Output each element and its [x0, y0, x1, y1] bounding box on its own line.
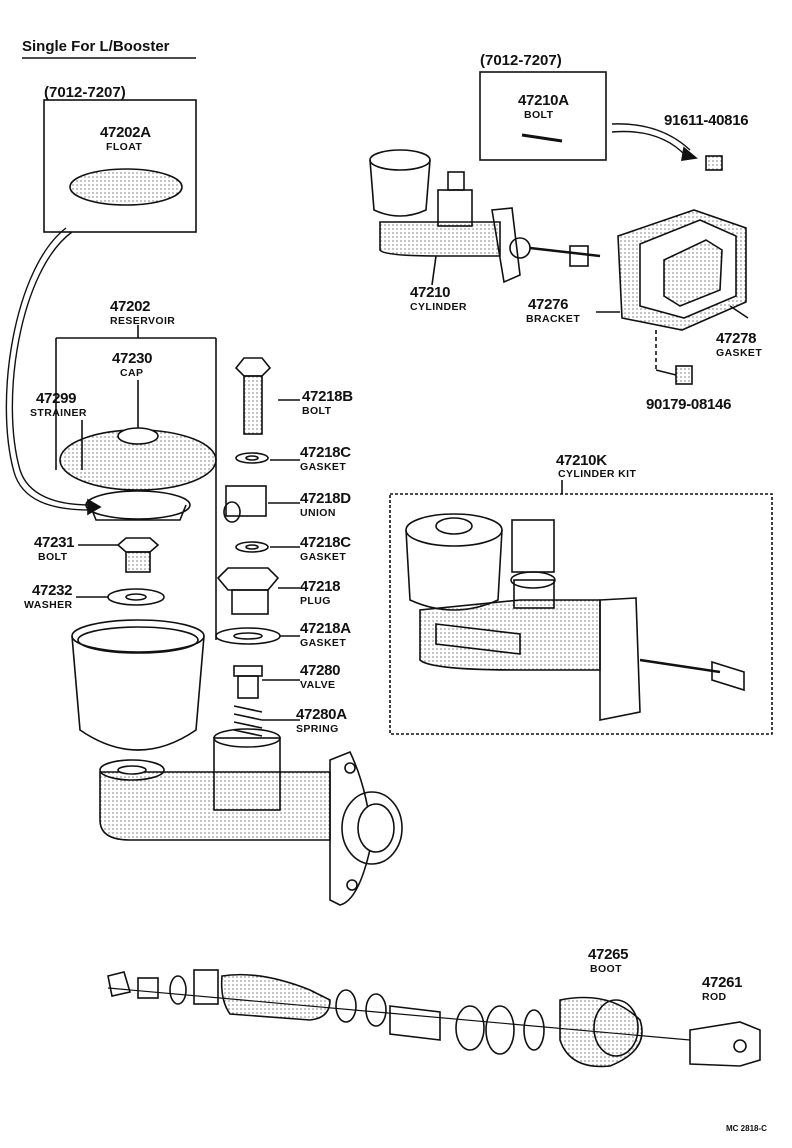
part-47261-number: 47261 [702, 974, 743, 991]
part-47280-number: 47280 [300, 662, 341, 679]
part-47218-name: PLUG [300, 595, 331, 607]
part-47231-name: BOLT [38, 551, 68, 563]
part-47218B-number: 47218B [302, 388, 353, 405]
right-range-label: (7012-7207) [480, 52, 562, 69]
part-47218A-number: 47218A [300, 620, 351, 637]
part-47278-number: 47278 [716, 330, 757, 347]
part-47230-number: 47230 [112, 350, 153, 367]
part-47202-name: RESERVOIR [110, 315, 176, 327]
part-47230-name: CAP [120, 367, 144, 379]
part-47218C-1-name: GASKET [300, 461, 347, 473]
diagram-code: MC 2818-C [726, 1124, 767, 1133]
part-47218C-2-name: GASKET [300, 551, 347, 563]
part-47276-name: BRACKET [526, 313, 581, 325]
part-91611-40816-number: 91611-40816 [664, 112, 749, 129]
part-47210K-number: 47210K [556, 452, 607, 469]
diagram-title: Single For L/Booster [22, 38, 170, 55]
part-47202A-name: FLOAT [106, 141, 143, 153]
part-47218B-name: BOLT [302, 405, 332, 417]
part-47232-name: WASHER [24, 599, 73, 611]
part-47278-name: GASKET [716, 347, 763, 359]
part-47276-number: 47276 [528, 296, 569, 313]
part-47265-name: BOOT [590, 963, 622, 975]
part-47261-name: ROD [702, 991, 727, 1003]
part-47265-number: 47265 [588, 946, 629, 963]
float-box [43, 99, 197, 233]
part-47218C-1-number: 47218C [300, 444, 351, 461]
part-47280-name: VALVE [300, 679, 336, 691]
part-47280A-name: SPRING [296, 723, 339, 735]
part-47218-number: 47218 [300, 578, 341, 595]
part-90179-08146-number: 90179-08146 [646, 396, 732, 413]
part-47218A-name: GASKET [300, 637, 347, 649]
part-47299-number: 47299 [36, 390, 77, 407]
part-47210-name: CYLINDER [410, 301, 467, 313]
part-47280A-number: 47280A [296, 706, 347, 723]
part-47202-number: 47202 [110, 298, 151, 315]
part-47232-number: 47232 [32, 582, 73, 599]
part-47218C-2-number: 47218C [300, 534, 351, 551]
part-47210K-name: CYLINDER KIT [558, 468, 637, 480]
left-range-label: (7012-7207) [44, 84, 126, 101]
part-47210A-name: BOLT [524, 109, 554, 121]
part-47299-name: STRAINER [30, 407, 87, 419]
float-drawing [69, 168, 183, 206]
part-47218D-number: 47218D [300, 490, 351, 507]
part-47210A-number: 47210A [518, 92, 569, 109]
part-47210-number: 47210 [410, 284, 451, 301]
part-47231-number: 47231 [34, 534, 75, 551]
part-47218D-name: UNION [300, 507, 336, 519]
part-47202A-number: 47202A [100, 124, 151, 141]
